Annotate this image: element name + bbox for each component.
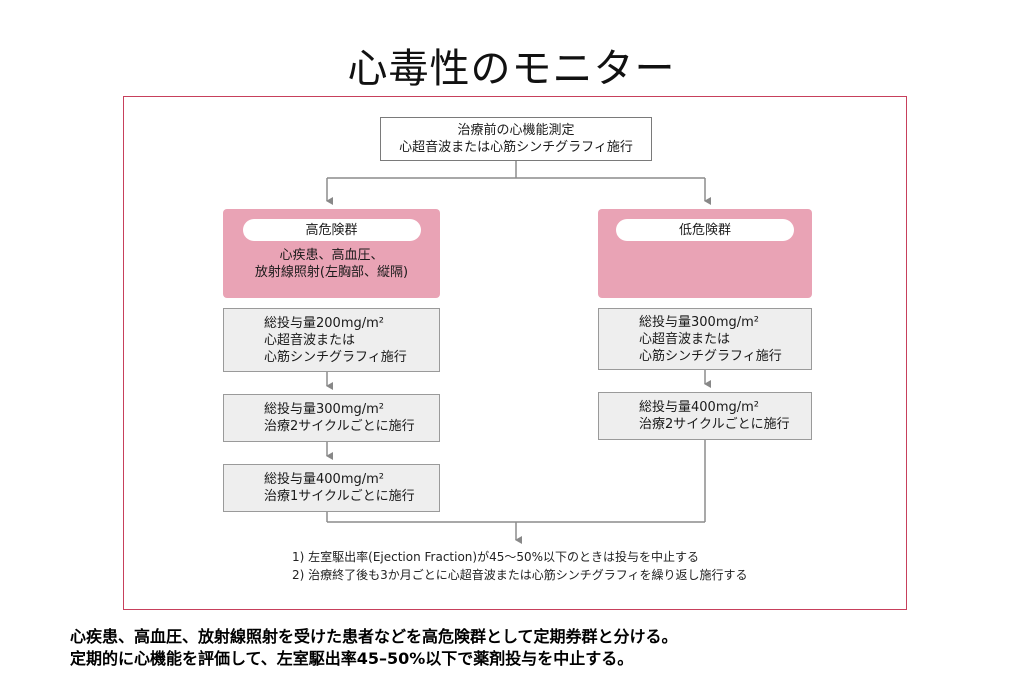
step-line: 心超音波または: [639, 331, 731, 347]
high-risk-description: 心疾患、高血圧、 放射線照射(左胸部、縦隔): [255, 247, 408, 281]
high-risk-box: 高危険群 心疾患、高血圧、 放射線照射(左胸部、縦隔): [223, 209, 440, 298]
step-line: 総投与量300mg/m²: [264, 402, 384, 417]
step-line: 総投与量400mg/m²: [639, 400, 759, 415]
step-line: 治療2サイクルごとに施行: [264, 419, 415, 434]
high-risk-label: 高危険群: [242, 219, 421, 241]
step-line: 治療1サイクルごとに施行: [264, 489, 415, 504]
step-line: 心超音波または: [264, 332, 356, 348]
notes: 1) 左室駆出率(Ejection Fraction)が45〜50%以下のときは…: [292, 548, 748, 584]
pretreatment-box: 治療前の心機能測定 心超音波または心筋シンチグラフィ施行: [380, 117, 652, 161]
step-line: 心筋シンチグラフィ施行: [264, 349, 407, 365]
pretreatment-line1: 治療前の心機能測定: [457, 123, 575, 138]
low-risk-step-2: 総投与量400mg/m² 治療2サイクルごとに施行: [598, 392, 812, 440]
low-risk-box: 低危険群: [598, 209, 812, 298]
low-risk-step-1: 総投与量300mg/m² 心超音波または 心筋シンチグラフィ施行: [598, 308, 812, 370]
pretreatment-line2: 心超音波または心筋シンチグラフィ施行: [399, 140, 633, 155]
high-risk-step-1: 総投与量200mg/m² 心超音波または 心筋シンチグラフィ施行: [223, 308, 440, 372]
step-line: 総投与量400mg/m²: [264, 472, 384, 487]
step-line: 総投与量300mg/m²: [639, 314, 759, 330]
high-risk-step-3: 総投与量400mg/m² 治療1サイクルごとに施行: [223, 464, 440, 512]
step-line: 総投与量200mg/m²: [264, 315, 384, 331]
low-risk-label: 低危険群: [616, 219, 794, 241]
high-risk-desc-line1: 心疾患、高血圧、: [279, 248, 384, 263]
high-risk-desc-line2: 放射線照射(左胸部、縦隔): [254, 265, 409, 280]
high-risk-step-2: 総投与量300mg/m² 治療2サイクルごとに施行: [223, 394, 440, 442]
slide-caption: 心疾患、高血圧、放射線照射を受けた患者などを高危険群として定期券群と分ける。 定…: [70, 626, 678, 670]
note-2: 2) 治療終了後も3か月ごとに心超音波または心筋シンチグラフィを繰り返し施行する: [292, 568, 748, 582]
slide-title: 心毒性のモニター: [347, 46, 676, 92]
caption-line1: 心疾患、高血圧、放射線照射を受けた患者などを高危険群として定期券群と分ける。: [70, 627, 678, 646]
note-1: 1) 左室駆出率(Ejection Fraction)が45〜50%以下のときは…: [292, 550, 700, 564]
step-line: 治療2サイクルごとに施行: [639, 417, 790, 432]
step-line: 心筋シンチグラフィ施行: [639, 348, 782, 364]
caption-line2: 定期的に心機能を評価して、左室駆出率45–50%以下で薬剤投与を中止する。: [70, 649, 634, 668]
